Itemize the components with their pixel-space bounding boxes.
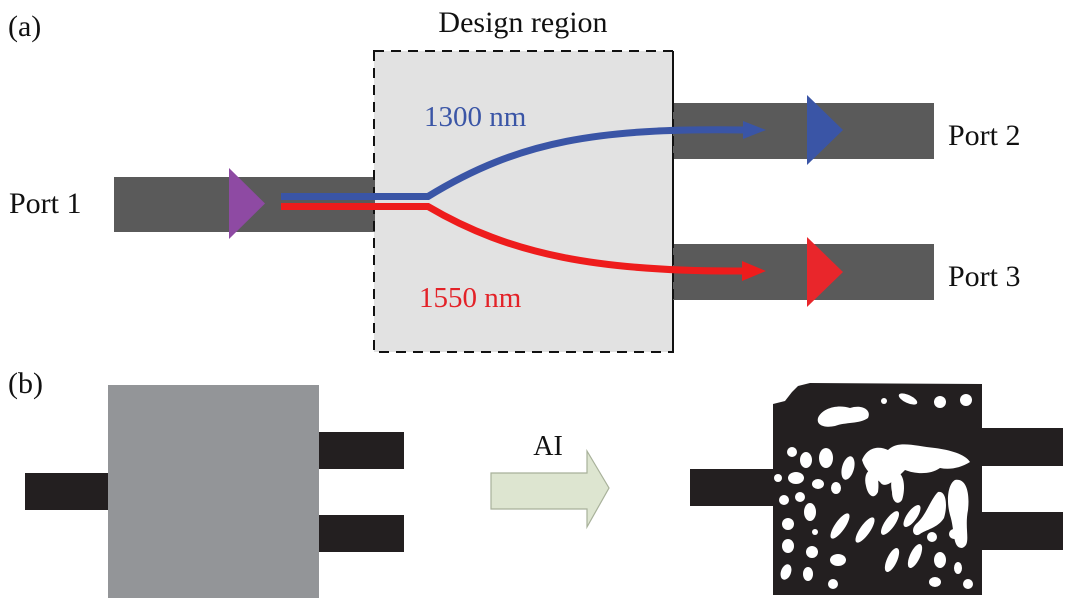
hole xyxy=(806,546,818,558)
hole xyxy=(903,504,921,528)
hole xyxy=(788,472,804,484)
optimized-input-waveguide xyxy=(690,469,774,506)
hole xyxy=(779,495,789,505)
initial-input-waveguide xyxy=(25,473,109,510)
hole xyxy=(865,469,879,497)
panel-a-label: (a) xyxy=(8,10,41,43)
hole xyxy=(898,393,918,405)
path-1550nm-arrowhead-icon xyxy=(742,261,766,281)
initial-output-waveguide-top xyxy=(319,432,404,469)
hole xyxy=(800,452,812,468)
hole xyxy=(774,474,782,482)
port3-label: Port 3 xyxy=(948,260,1021,293)
hole xyxy=(780,564,792,580)
hole xyxy=(819,448,833,468)
hole xyxy=(913,491,946,536)
hole xyxy=(804,503,816,521)
hole xyxy=(817,406,869,427)
hole xyxy=(841,456,855,480)
path-1300nm-arrowhead-icon xyxy=(743,121,766,139)
hole xyxy=(880,511,900,535)
hole xyxy=(795,492,805,502)
hole xyxy=(862,444,970,485)
hole xyxy=(929,577,941,587)
hole xyxy=(891,472,904,503)
optimized-output-waveguide-top xyxy=(981,428,1063,466)
port2-direction-arrow-icon xyxy=(807,95,843,165)
hole xyxy=(927,532,937,542)
hole xyxy=(960,394,972,406)
ai-arrow-label: AI xyxy=(533,431,563,462)
initial-design-region xyxy=(108,385,319,598)
wavelength-label-1300: 1300 nm xyxy=(424,101,527,133)
optimized-pattern-holes xyxy=(774,393,973,589)
optimized-output-waveguide-bottom xyxy=(981,512,1063,550)
port2-label: Port 2 xyxy=(948,119,1021,152)
hole xyxy=(782,539,794,553)
hole xyxy=(830,554,846,566)
hole xyxy=(855,517,875,543)
wavelength-label-1550: 1550 nm xyxy=(419,282,522,314)
initial-output-waveguide-bottom xyxy=(319,515,404,552)
hole xyxy=(812,529,818,535)
hole xyxy=(782,518,794,530)
hole xyxy=(963,579,973,589)
hole xyxy=(812,479,824,489)
panel-b-label: (b) xyxy=(8,367,43,400)
port3-direction-arrow-icon xyxy=(807,237,843,307)
ai-transform-arrow-icon xyxy=(490,448,610,530)
hole xyxy=(907,544,923,568)
input-direction-arrow-icon xyxy=(229,168,265,239)
design-region-box xyxy=(373,50,674,353)
hole xyxy=(828,579,838,589)
initial-device xyxy=(25,385,404,598)
hole xyxy=(954,562,962,574)
hole xyxy=(949,529,959,539)
hole xyxy=(787,447,797,457)
hole xyxy=(803,567,813,581)
hole xyxy=(947,479,969,548)
design-region-title: Design region xyxy=(438,6,607,39)
path-1300nm xyxy=(281,126,746,200)
port1-label: Port 1 xyxy=(9,187,82,220)
hole xyxy=(831,482,841,494)
optimized-device xyxy=(690,383,1063,595)
hole xyxy=(881,398,887,404)
path-1550nm xyxy=(281,203,746,275)
hole xyxy=(934,552,946,568)
hole xyxy=(830,513,850,539)
hole xyxy=(884,548,900,572)
hole xyxy=(934,396,946,408)
